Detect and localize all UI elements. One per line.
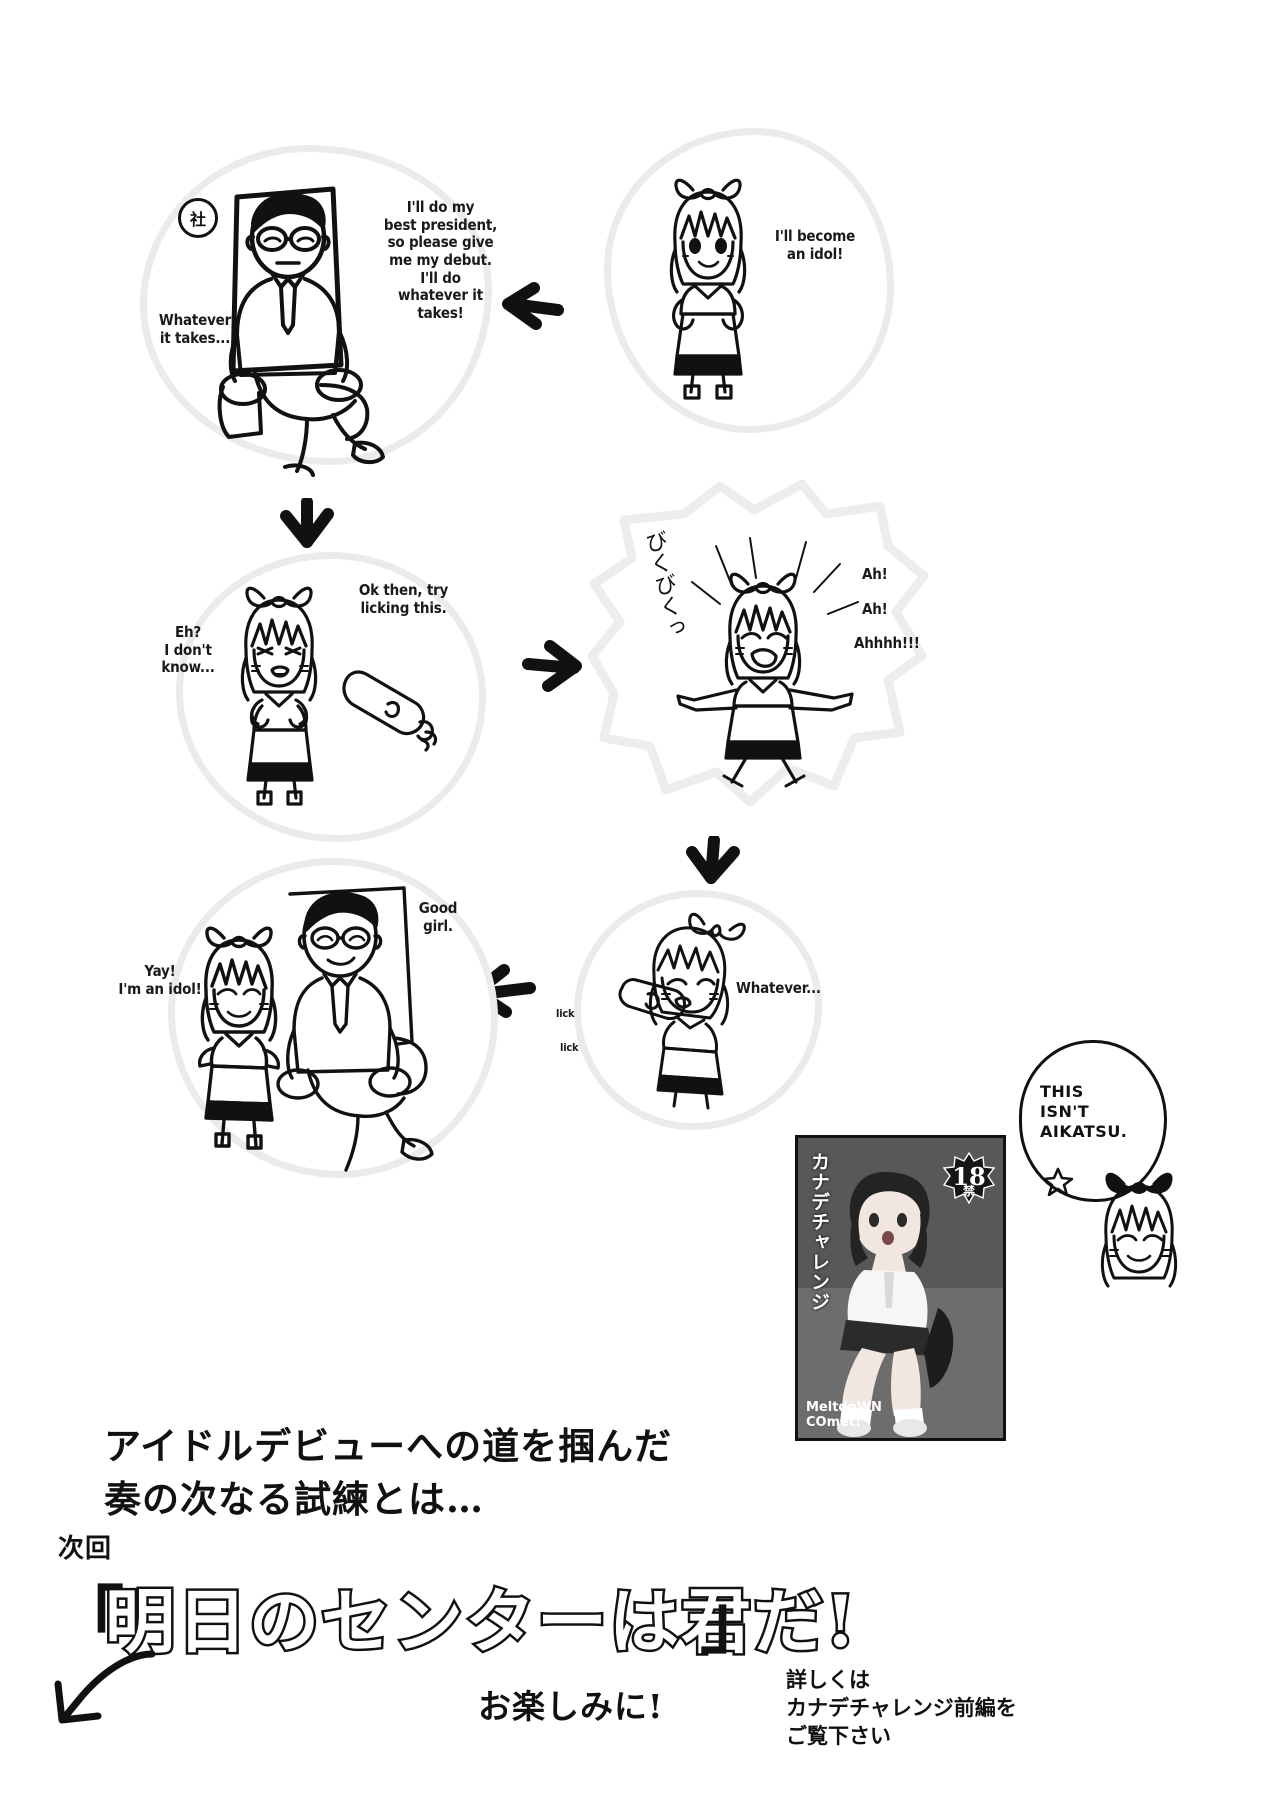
footer-title-open-bracket: 「 (52, 1578, 125, 1663)
company-seal-text: 社 (189, 210, 206, 229)
panel-4-burst-blob (588, 480, 928, 807)
panel-7-artwork (1080, 1168, 1200, 1288)
arrow-right-to-left-top (502, 282, 564, 330)
panel-4-artwork (672, 538, 862, 788)
footer-title-close-bracket: 」 (700, 1578, 773, 1663)
cover-illustration (798, 1138, 1003, 1438)
arrow-down-left-column (280, 498, 334, 548)
cover-badge-burst-icon (943, 1152, 995, 1204)
caption-eh-i-dont-know: Eh? I don't know... (161, 623, 215, 677)
caption-lick-2: lick (560, 1041, 579, 1054)
caption-whatever-it-takes: Whatever it takes... (158, 311, 232, 347)
aikatsu-speech-bubble (1019, 1040, 1167, 1202)
caption-whatever: Whatever... (736, 979, 821, 997)
caption-good-girl: Good girl. (418, 899, 458, 935)
doujin-cover-thumbnail: カナデチャレンジ 18 禁 MeltdoWN COmet! (795, 1135, 1006, 1441)
panel-1-artwork (215, 175, 435, 475)
caption-ok-then-try-licking: Ok then, try licking this. (358, 581, 449, 617)
panel-6-artwork (198, 872, 448, 1172)
caption-ahhhh: Ahhhh!!! (854, 634, 920, 652)
caption-yay-im-an-idol: Yay! I'm an idol! (118, 962, 202, 998)
caption-ah-1: Ah! (862, 565, 888, 583)
caption-lick-1: lick (556, 1007, 575, 1020)
arrow-next-issue (54, 1650, 156, 1724)
footer-title-text: 明日のセンターは君だ! (103, 1578, 859, 1666)
arrow-left-to-right-middle (522, 640, 582, 692)
panel-3-hand-with-object (338, 660, 448, 750)
cover-title-vertical: カナデチャレンジ (807, 1152, 830, 1312)
panel-3-artwork (228, 578, 343, 808)
footer-next-label: 次回 (58, 1534, 113, 1564)
footer-enjoy-text: お楽しみに! (478, 1687, 664, 1726)
panel-2-blob (604, 128, 894, 433)
cover-age-badge: 18 禁 (943, 1152, 995, 1204)
arrow-down-right-column (686, 836, 740, 884)
bubble-star-icon (1043, 1167, 1073, 1196)
caption-this-isnt-aikatsu: THIS ISN'T AIKATSU. (1040, 1082, 1128, 1141)
cover-age-badge-sub: 禁 (962, 1184, 975, 1198)
caption-best-president: I'll do my best president, so please giv… (383, 198, 498, 323)
footer-promo-text: 詳しくは カナデチャレンジ前編を ご覧下さい (786, 1667, 1017, 1749)
caption-become-idol: I'll become an idol! (774, 227, 856, 263)
panel-2-artwork (655, 168, 765, 403)
cover-age-badge-number: 18 (952, 1162, 986, 1191)
cover-signature: MeltdoWN COmet! (806, 1400, 882, 1430)
panel-5-artwork (618, 908, 748, 1108)
caption-ah-2: Ah! (862, 600, 888, 618)
footer-lead-text: アイドルデビューへの道を掴んだ 奏の次なる試練とは… (104, 1424, 673, 1521)
panel-3-blob (176, 552, 486, 842)
company-seal-stamp: 社 (178, 198, 218, 238)
